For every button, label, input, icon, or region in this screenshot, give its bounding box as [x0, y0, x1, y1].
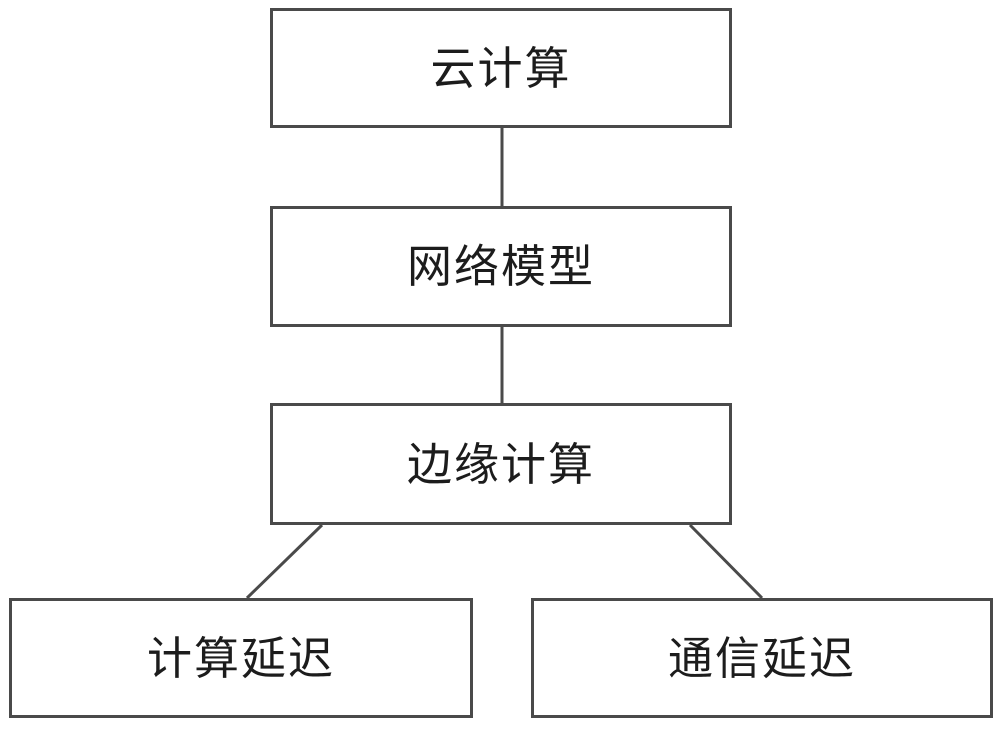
connector-edge-to-communication-delay	[688, 523, 764, 600]
node-network-model-label: 网络模型	[406, 240, 595, 293]
node-edge-computing: 边缘计算	[270, 403, 732, 525]
node-communication-delay: 通信延迟	[531, 598, 993, 718]
node-computation-delay-label: 计算延迟	[146, 631, 335, 685]
node-edge-computing-label: 边缘计算	[406, 437, 595, 491]
connector-edge-to-computation-delay	[245, 523, 324, 600]
node-cloud-computing-label: 云计算	[430, 41, 572, 95]
node-network-model: 网络模型	[270, 206, 732, 327]
node-communication-delay-label: 通信延迟	[667, 631, 856, 685]
node-computation-delay: 计算延迟	[9, 598, 473, 718]
node-cloud-computing: 云计算	[270, 8, 732, 128]
